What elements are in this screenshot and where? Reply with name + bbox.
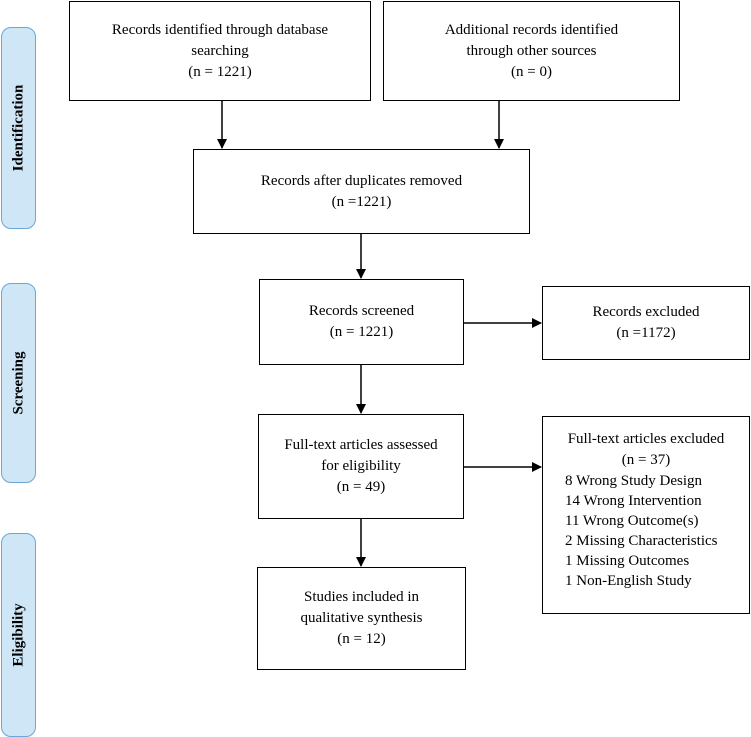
box-other-sources-line2: through other sources [466,42,597,59]
box-records-excluded-count: (n =1172) [616,325,676,341]
box-studies-included-line1: Studies included in [304,589,419,605]
box-records-screened-count: (n = 1221) [329,324,394,340]
box-database-records: Records identified through database sear… [69,1,371,101]
box-fulltext-excluded-count: (n = 37) [621,452,671,468]
box-duplicates-removed-line1: Records after duplicates removed [260,172,463,189]
box-other-sources-count: (n = 0) [511,63,552,80]
box-database-records-line1: Records identified through database [111,21,329,38]
box-records-screened-line1: Records screened [308,303,415,319]
box-database-records-count: (n = 1221) [188,63,252,80]
box-fulltext-assessed-line1: Full-text articles assessed [284,437,438,453]
exclusion-reason-item: 14 Wrong Intervention [565,493,702,509]
exclusion-reason-item: 8 Wrong Study Design [565,473,703,489]
box-duplicates-removed: Records after duplicates removed (n =122… [193,149,530,234]
exclusion-reason-item: 1 Non-English Study [565,573,692,589]
box-records-screened: Records screened (n = 1221) [259,279,464,365]
box-duplicates-removed-count: (n =1221) [331,193,392,210]
box-fulltext-assessed-count: (n = 49) [336,479,386,495]
box-studies-included-count: (n = 12) [337,631,386,647]
exclusion-reasons-list: 8 Wrong Study Design 14 Wrong Interventi… [565,471,717,591]
box-other-sources: Additional records identified through ot… [383,1,680,101]
box-other-sources-line1: Additional records identified [444,21,619,38]
phase-identification: Identification [1,27,36,229]
box-records-excluded: Records excluded (n =1172) [542,286,750,360]
box-fulltext-assessed-line2: for eligibility [321,458,401,474]
box-studies-included-line2: qualitative synthesis [300,610,423,626]
box-database-records-line2: searching [191,42,249,59]
exclusion-reason-item: 1 Missing Outcomes [565,553,690,569]
exclusion-reason-item: 2 Missing Characteristics [565,533,718,549]
box-fulltext-excluded-title: Full-text articles excluded [567,431,725,447]
phase-screening: Screening [1,283,36,483]
box-studies-included: Studies included in qualitative synthesi… [257,567,466,670]
box-fulltext-assessed: Full-text articles assessed for eligibil… [258,414,464,519]
box-fulltext-excluded: Full-text articles excluded (n = 37) 8 W… [542,416,750,614]
box-records-excluded-line1: Records excluded [592,304,700,320]
exclusion-reason-item: 11 Wrong Outcome(s) [565,513,699,529]
